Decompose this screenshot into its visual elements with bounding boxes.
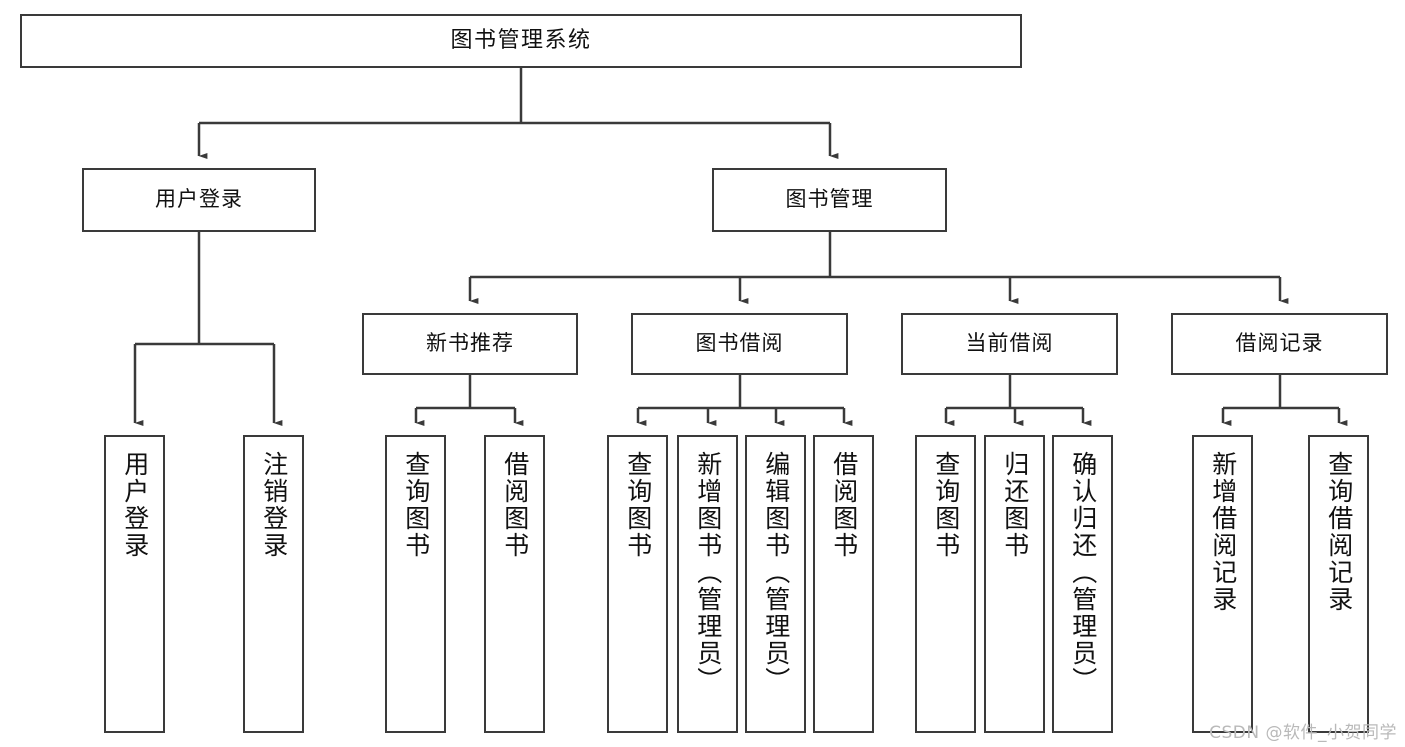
- leaf-current-query-book[interactable]: 查询图书: [915, 435, 976, 733]
- node-root[interactable]: 图书管理系统: [20, 14, 1022, 68]
- leaf-borrow-lend-book[interactable]: 借阅图书: [813, 435, 874, 733]
- leaf-borrow-lend-book-label: 借阅图书: [829, 451, 859, 559]
- node-new-book-recommend-label: 新书推荐: [426, 331, 514, 356]
- node-book-manage[interactable]: 图书管理: [712, 168, 947, 232]
- leaf-user-logout-label: 注销登录: [259, 451, 289, 559]
- leaf-current-confirm-return-label: 确认归还（管理员）: [1068, 451, 1098, 694]
- node-book-borrow-label: 图书借阅: [695, 331, 784, 356]
- node-borrow-record[interactable]: 借阅记录: [1171, 313, 1388, 375]
- leaf-borrow-query-book-label: 查询图书: [623, 451, 653, 559]
- node-book-manage-label: 图书管理: [785, 187, 874, 212]
- node-current-borrow[interactable]: 当前借阅: [901, 313, 1118, 375]
- leaf-user-login[interactable]: 用户登录: [104, 435, 165, 733]
- node-current-borrow-label: 当前借阅: [965, 331, 1054, 356]
- leaf-current-query-book-label: 查询图书: [931, 451, 961, 559]
- node-new-book-recommend[interactable]: 新书推荐: [362, 313, 578, 375]
- leaf-record-add-label: 新增借阅记录: [1208, 451, 1238, 613]
- leaf-new-query-book-label: 查询图书: [401, 451, 431, 559]
- leaf-borrow-add-book[interactable]: 新增图书（管理员）: [677, 435, 738, 733]
- leaf-record-query[interactable]: 查询借阅记录: [1308, 435, 1369, 733]
- leaf-new-borrow-book-label: 借阅图书: [500, 451, 530, 559]
- leaf-borrow-query-book[interactable]: 查询图书: [607, 435, 668, 733]
- leaf-current-return-book[interactable]: 归还图书: [984, 435, 1045, 733]
- node-book-borrow[interactable]: 图书借阅: [631, 313, 848, 375]
- leaf-borrow-edit-book-label: 编辑图书（管理员）: [761, 451, 791, 694]
- leaf-borrow-add-book-label: 新增图书（管理员）: [693, 451, 723, 694]
- watermark: CSDN @软件_小贺同学: [1209, 723, 1397, 743]
- leaf-current-return-book-label: 归还图书: [1000, 451, 1030, 559]
- leaf-record-query-label: 查询借阅记录: [1324, 451, 1354, 613]
- leaf-current-confirm-return[interactable]: 确认归还（管理员）: [1052, 435, 1113, 733]
- leaf-user-login-label: 用户登录: [120, 451, 150, 559]
- leaf-borrow-edit-book[interactable]: 编辑图书（管理员）: [745, 435, 806, 733]
- node-borrow-record-label: 借阅记录: [1235, 331, 1324, 356]
- node-user-login[interactable]: 用户登录: [82, 168, 316, 232]
- node-root-label: 图书管理系统: [450, 27, 592, 53]
- leaf-new-query-book[interactable]: 查询图书: [385, 435, 446, 733]
- leaf-user-logout[interactable]: 注销登录: [243, 435, 304, 733]
- leaf-record-add[interactable]: 新增借阅记录: [1192, 435, 1253, 733]
- node-user-login-label: 用户登录: [155, 187, 243, 212]
- leaf-new-borrow-book[interactable]: 借阅图书: [484, 435, 545, 733]
